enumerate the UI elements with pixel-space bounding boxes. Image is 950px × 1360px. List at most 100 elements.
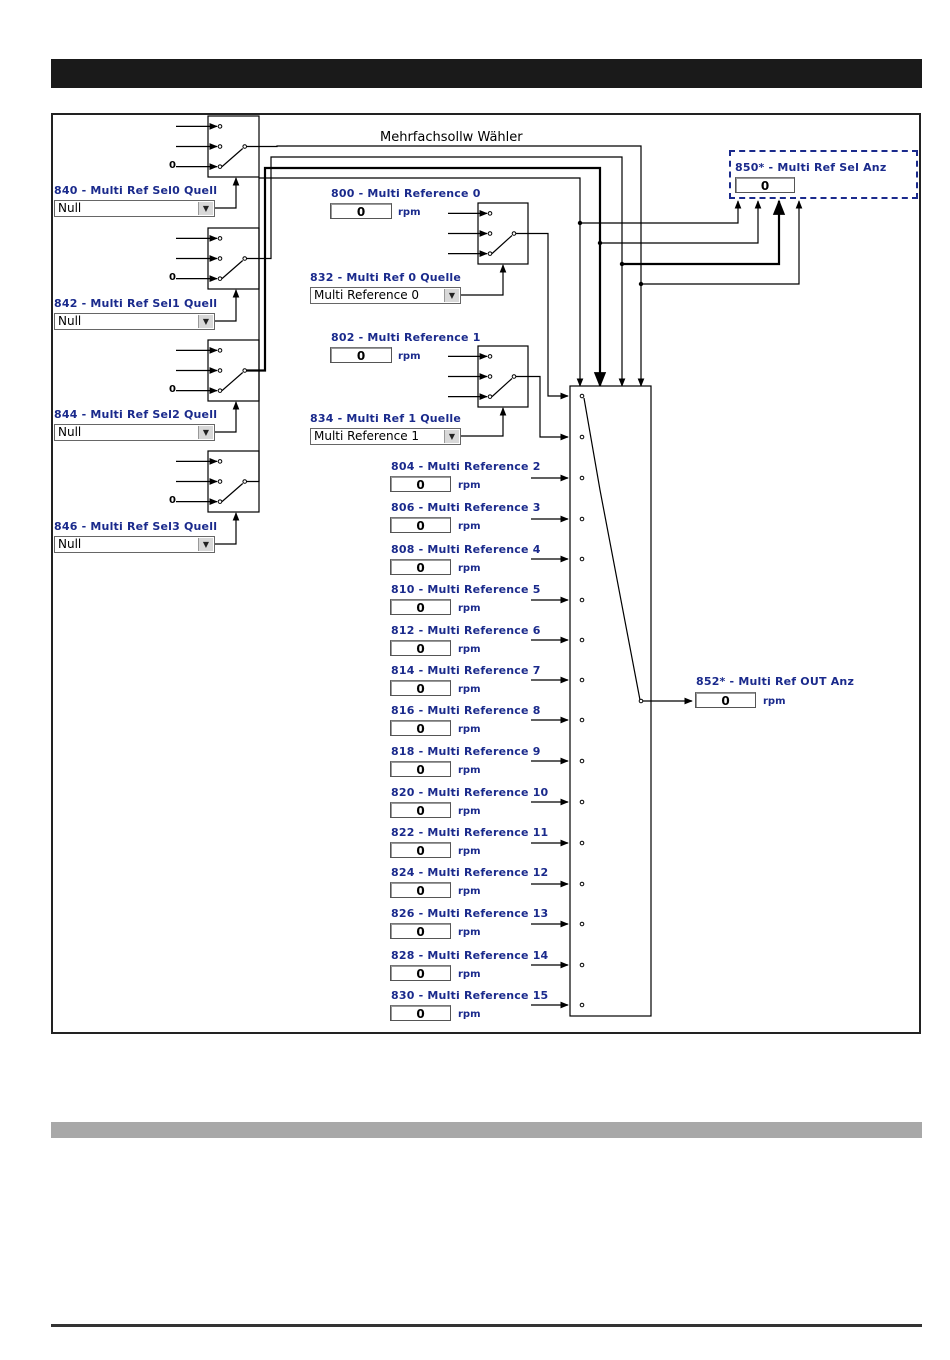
unit-label: rpm	[458, 563, 481, 574]
switch-contact	[579, 962, 585, 968]
reference-input[interactable]: 0	[390, 680, 451, 696]
switch-contact	[217, 388, 223, 393]
reference-input[interactable]: 0	[390, 761, 451, 777]
bus-wire-0	[246, 145, 645, 387]
selector-dropdown-2[interactable]: Null ▼	[54, 424, 215, 441]
reference-label: 816 - Multi Reference 8	[391, 704, 541, 717]
switch-contact	[217, 144, 223, 149]
unit-label: rpm	[398, 351, 421, 362]
reference-input[interactable]: 0	[390, 517, 451, 533]
switch-contact	[217, 236, 223, 241]
reference-label: 820 - Multi Reference 10	[391, 786, 549, 799]
sel-anz-tap	[641, 200, 803, 285]
selector-dropdown-1[interactable]: Null▼	[54, 313, 215, 330]
selector-label: 844 - Multi Ref Sel2 Quell	[54, 408, 218, 421]
unit-label: rpm	[458, 644, 481, 655]
reference-label: 824 - Multi Reference 12	[391, 866, 549, 879]
reference-label: 812 - Multi Reference 6	[391, 624, 541, 637]
unit-label: rpm	[763, 696, 786, 707]
ref0-source-label: 832 - Multi Ref 0 Quelle	[310, 271, 462, 284]
unit-label: rpm	[458, 886, 481, 897]
sel-anz-label: 850* - Multi Ref Sel Anz	[735, 161, 887, 174]
ref0-source-dropdown[interactable]: Multi Reference 0 ▼	[310, 287, 461, 304]
chevron-down-icon[interactable]: ▼	[444, 430, 459, 443]
switch-contact	[511, 231, 517, 236]
out-anz-label: 852* - Multi Ref OUT Anz	[696, 675, 855, 688]
switch-blade	[491, 378, 513, 398]
reference-input[interactable]: 0	[390, 640, 451, 656]
switch-contact	[487, 211, 493, 216]
reference-input[interactable]: 0	[390, 882, 451, 898]
ref1-source-dropdown[interactable]: Multi Reference 1 ▼	[310, 428, 461, 445]
selector-dropdown-3[interactable]: Null ▼	[54, 536, 215, 553]
reference-input[interactable]: 0	[390, 476, 451, 492]
switch-contact	[579, 881, 585, 887]
ref0-input[interactable]: 0	[330, 203, 392, 219]
out-anz-value[interactable]: 0	[695, 692, 756, 708]
switch-contact	[217, 276, 223, 281]
ref0-label: 800 - Multi Reference 0	[331, 187, 481, 200]
switch-contact	[217, 256, 223, 261]
switch-contact	[487, 374, 493, 379]
switch-contact	[242, 144, 248, 149]
unit-label: rpm	[458, 521, 481, 532]
ref0-out-wire	[516, 232, 569, 400]
switch-contact	[579, 677, 585, 683]
switch-contact	[217, 479, 223, 484]
switch-contact	[579, 597, 585, 603]
select-value: Null	[58, 201, 82, 215]
unit-label: rpm	[458, 806, 481, 817]
sel-anz-tap	[580, 200, 742, 224]
mux-blade	[583, 397, 641, 701]
select-value: Null	[58, 425, 82, 439]
select-to-switch-wire	[215, 512, 240, 545]
reference-input[interactable]: 0	[390, 842, 451, 858]
unit-label: rpm	[458, 1009, 481, 1020]
sel-anz-value[interactable]: 0	[735, 177, 795, 193]
reference-input[interactable]: 0	[390, 599, 451, 615]
reference-label: 806 - Multi Reference 3	[391, 501, 541, 514]
bus-wire-1	[246, 156, 626, 387]
diagram-title: Mehrfachsollw Wähler	[380, 130, 523, 145]
switch-contact	[579, 1002, 585, 1008]
select-value: Null	[58, 537, 82, 551]
switch-contact	[579, 475, 585, 481]
reference-input[interactable]: 0	[390, 559, 451, 575]
footer-line	[51, 1324, 922, 1327]
switch-blade	[221, 483, 244, 503]
switch-contact	[242, 479, 248, 484]
select-to-switch-wire	[215, 177, 240, 209]
selector-label: 840 - Multi Ref Sel0 Quell	[54, 184, 218, 197]
switch-contact	[579, 393, 585, 399]
unit-label: rpm	[458, 480, 481, 491]
unit-label: rpm	[458, 846, 481, 857]
reference-input[interactable]: 0	[390, 923, 451, 939]
reference-label: 808 - Multi Reference 4	[391, 543, 541, 556]
selector-dropdown-0[interactable]: Null ▼	[54, 200, 215, 217]
chevron-down-icon[interactable]: ▼	[198, 315, 213, 328]
select-to-switch-wire	[215, 401, 240, 433]
reference-input[interactable]: 0	[390, 1005, 451, 1021]
ref1-label: 802 - Multi Reference 1	[331, 331, 481, 344]
switch-contact	[579, 556, 585, 562]
zero-label: 0	[169, 383, 176, 395]
ref1-input[interactable]: 0	[330, 347, 392, 363]
chevron-down-icon[interactable]: ▼	[198, 426, 213, 439]
reference-input[interactable]: 0	[390, 965, 451, 981]
unit-label: rpm	[458, 724, 481, 735]
chevron-down-icon[interactable]: ▼	[444, 289, 459, 302]
switch-contact	[487, 394, 493, 399]
chevron-down-icon[interactable]: ▼	[198, 202, 213, 215]
switch-contact	[579, 758, 585, 764]
unit-label: rpm	[458, 765, 481, 776]
select-value: Multi Reference 1	[314, 429, 420, 443]
zero-label: 0	[169, 494, 176, 506]
sel-anz-tap	[622, 199, 786, 266]
switch-contact	[511, 374, 517, 379]
reference-input[interactable]: 0	[390, 720, 451, 736]
switch-contact	[487, 251, 493, 256]
ref0-source-wire	[461, 264, 507, 296]
chevron-down-icon[interactable]: ▼	[198, 538, 213, 551]
reference-input[interactable]: 0	[390, 802, 451, 818]
select-value: Multi Reference 0	[314, 288, 420, 302]
